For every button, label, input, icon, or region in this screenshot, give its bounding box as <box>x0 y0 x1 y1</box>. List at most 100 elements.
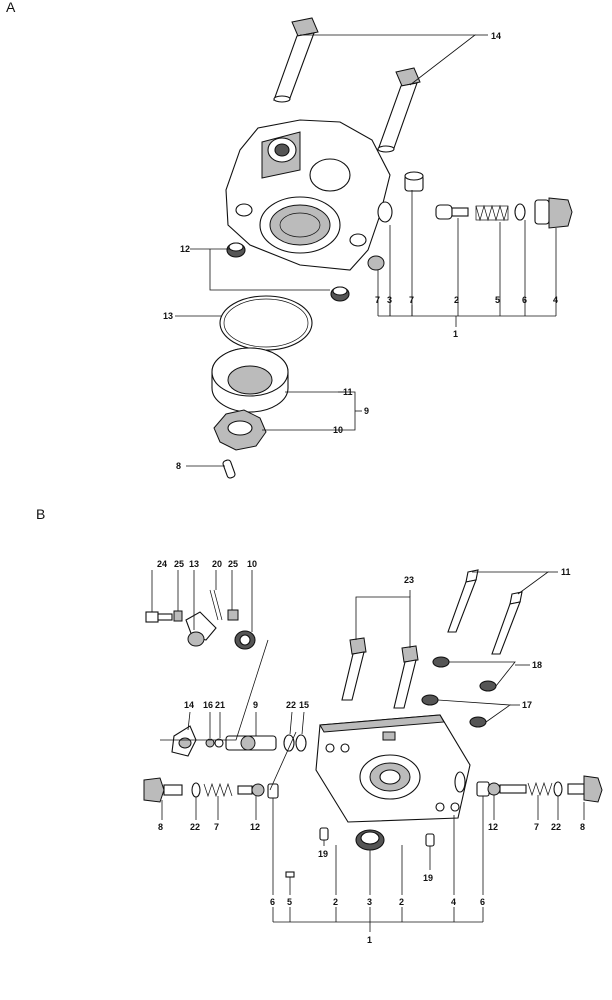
washer-18-left <box>432 656 450 668</box>
ring-21 <box>214 738 224 748</box>
callout-a-13: 13 <box>163 311 173 321</box>
callout-a-2: 2 <box>454 295 459 305</box>
callout-b-22-top: 22 <box>286 700 296 710</box>
washer-17-left <box>421 694 439 706</box>
diagram-a-leaders <box>175 34 557 467</box>
diagram-b: 24 25 13 20 25 10 23 11 18 17 14 16 21 9… <box>143 559 603 945</box>
callout-b-25-left: 25 <box>174 559 184 569</box>
piston-12-left <box>251 783 265 797</box>
pump-housing-b <box>315 714 471 823</box>
pin-19-right <box>425 833 435 847</box>
seal-12-left <box>226 242 246 258</box>
spring-7-left <box>203 782 233 798</box>
callout-b-7-right: 7 <box>534 822 539 832</box>
callout-b-15: 15 <box>299 700 309 710</box>
plug-8-right <box>567 775 603 803</box>
diagram-b-leaders <box>151 570 585 932</box>
callout-a-5: 5 <box>495 295 500 305</box>
callout-a-4: 4 <box>553 295 558 305</box>
callout-b-12-left: 12 <box>250 822 260 832</box>
valve-piston-2 <box>435 204 469 220</box>
ring-16 <box>205 738 215 748</box>
callout-b-24: 24 <box>157 559 167 569</box>
bolt-14-left <box>273 17 319 103</box>
section-a-label: A <box>6 0 16 15</box>
callout-b-22-right: 22 <box>551 822 561 832</box>
pin-19-left <box>319 827 329 841</box>
bolts-23 <box>341 637 419 709</box>
piston-12-left-stem <box>237 785 253 795</box>
callout-b-20: 20 <box>212 559 222 569</box>
o-ring-22-top <box>283 734 295 752</box>
callout-b-18: 18 <box>532 660 542 670</box>
callout-b-7-left: 7 <box>214 822 219 832</box>
callout-b-3: 3 <box>367 897 372 907</box>
plug-8-left <box>143 777 183 803</box>
callout-b-2-left: 2 <box>333 897 338 907</box>
sleeve-6-right <box>476 781 490 797</box>
shaft-9 <box>225 735 277 751</box>
callout-b-1: 1 <box>367 935 372 945</box>
callout-b-13: 13 <box>189 559 199 569</box>
callout-a-12: 12 <box>180 244 190 254</box>
o-ring-13 <box>219 295 313 351</box>
callout-a-3: 3 <box>387 295 392 305</box>
bolt-14-right <box>377 67 421 153</box>
callout-b-23: 23 <box>404 575 414 585</box>
washer-18-right <box>479 680 497 692</box>
callout-b-2-right: 2 <box>399 897 404 907</box>
lever-assembly <box>145 589 256 650</box>
section-b-label: B <box>36 506 45 522</box>
callout-b-10: 10 <box>247 559 257 569</box>
callout-b-9: 9 <box>253 700 258 710</box>
callout-a-1: 1 <box>453 329 458 339</box>
callout-b-22-left: 22 <box>190 822 200 832</box>
sleeve-7-lower <box>367 255 385 271</box>
washer-17-right <box>469 716 487 728</box>
callout-b-5: 5 <box>287 897 292 907</box>
callout-b-16: 16 <box>203 700 213 710</box>
inner-rotor-10 <box>213 409 267 451</box>
callout-a-10: 10 <box>333 425 343 435</box>
o-ring-22-left <box>191 782 201 798</box>
callout-a-8: 8 <box>176 461 181 471</box>
callout-b-17: 17 <box>522 700 532 710</box>
pump-housing <box>225 119 393 271</box>
spring-7-right <box>527 781 553 797</box>
sleeve-6-left <box>267 783 279 799</box>
piston-12-right <box>487 782 501 796</box>
callout-a-7-left: 7 <box>375 295 380 305</box>
outer-rotor-11 <box>211 347 289 413</box>
callout-b-11: 11 <box>561 567 571 577</box>
bolts-11 <box>447 569 523 655</box>
pin-5 <box>285 871 295 878</box>
callout-a-7-right: 7 <box>409 295 414 305</box>
callout-b-6-left: 6 <box>270 897 275 907</box>
diagram-a: 14 12 13 11 10 9 8 7 3 7 2 5 6 4 1 <box>163 17 573 479</box>
callout-b-4: 4 <box>451 897 456 907</box>
callout-a-9: 9 <box>364 406 369 416</box>
callout-b-8-right: 8 <box>580 822 585 832</box>
callout-b-25-right: 25 <box>228 559 238 569</box>
callout-a-14: 14 <box>491 31 501 41</box>
piston-12-right-stem <box>499 784 527 794</box>
callout-a-11: 11 <box>343 387 353 397</box>
spring-5 <box>475 204 509 222</box>
o-ring-6 <box>514 203 526 221</box>
pin-8 <box>222 459 236 479</box>
callout-b-12-right: 12 <box>488 822 498 832</box>
bearing-3 <box>355 829 385 851</box>
callout-b-6-right: 6 <box>480 897 485 907</box>
seal-12-right <box>330 286 350 302</box>
plug-4 <box>534 197 573 229</box>
callout-a-6: 6 <box>522 295 527 305</box>
o-ring-15 <box>295 734 307 752</box>
callout-b-21: 21 <box>215 700 225 710</box>
callout-b-8-left: 8 <box>158 822 163 832</box>
callout-b-19-left: 19 <box>318 849 328 859</box>
cam-14 <box>171 725 197 757</box>
callout-b-19-right: 19 <box>423 873 433 883</box>
sleeve-7-upper <box>404 171 424 192</box>
o-ring-22-right <box>553 781 563 797</box>
